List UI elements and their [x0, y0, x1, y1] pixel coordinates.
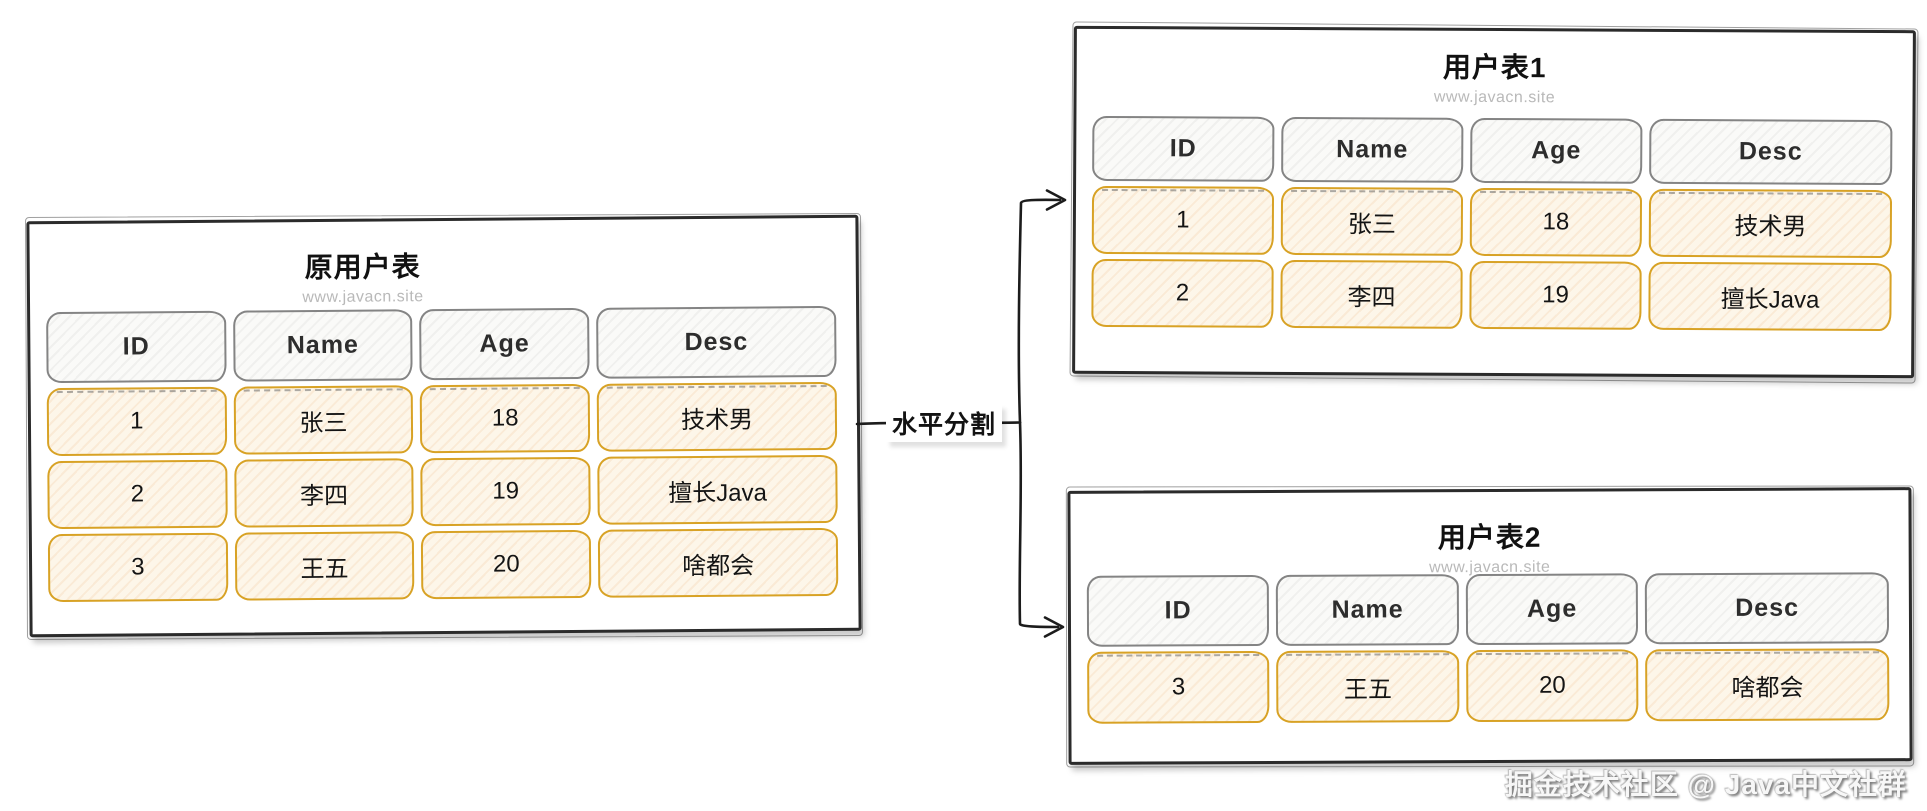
header-cell-desc: Desc	[1645, 572, 1890, 645]
header-cell-name: Name	[1276, 574, 1460, 646]
table-cell: 张三	[233, 385, 414, 455]
header-cell-age: Age	[1465, 573, 1639, 646]
table-cell: 技术男	[596, 381, 838, 452]
table-cell: 2	[47, 459, 228, 530]
header-cell-name: Name	[232, 309, 413, 382]
header-row: ID Name Age Desc	[1086, 572, 1890, 647]
table-cell: 王五	[234, 531, 415, 601]
table-title: 原用户表	[304, 251, 421, 284]
table-cell: 李四	[233, 458, 415, 528]
table-row: 2 李四 19 擅长Java	[47, 454, 838, 530]
table-row: 1 张三 18 技术男	[1091, 185, 1893, 259]
table-cell: 啥都会	[1645, 648, 1890, 722]
header-cell-age: Age	[1470, 117, 1643, 184]
table-cell: 3	[1087, 650, 1270, 724]
table-cell: 1	[46, 386, 227, 457]
table-title: 用户表1	[1442, 51, 1547, 84]
table-cell: 18	[419, 383, 591, 454]
table-cell: 1	[1091, 185, 1275, 255]
table-subtitle-url: www.javacn.site	[1433, 88, 1556, 107]
header-row: ID Name Age Desc	[1092, 115, 1893, 186]
split-table1: ID Name Age Desc 1 张三 18 技术男 2 李四 19 擅长J…	[1091, 115, 1893, 332]
table-row: 3 王五 20 啥都会	[1087, 648, 1890, 724]
table-cell: 王五	[1276, 650, 1460, 723]
table-cell: 2	[1091, 258, 1274, 328]
original-table-card: 原用户表 www.javacn.site ID Name Age Desc 1 …	[26, 214, 862, 638]
table-title: 用户表2	[1437, 521, 1542, 554]
split-table2-card: 用户表2 www.javacn.site ID Name Age Desc 3 …	[1067, 487, 1913, 765]
header-cell-name: Name	[1281, 116, 1464, 183]
table-row: 1 张三 18 技术男	[46, 381, 838, 457]
split-table2: ID Name Age Desc 3 王五 20 啥都会	[1086, 572, 1890, 724]
arrowhead-up-icon	[1045, 189, 1067, 211]
original-table: ID Name Age Desc 1 张三 18 技术男 2 李四 19 擅长J…	[46, 305, 839, 603]
table-row: 2 李四 19 擅长Java	[1091, 258, 1892, 332]
table-cell: 20	[1466, 649, 1639, 723]
watermark: 掘金技术社区 @ Java中文社群	[1504, 769, 1907, 800]
arrowhead-down-icon	[1043, 616, 1065, 638]
table-cell: 李四	[1280, 259, 1463, 329]
table-cell: 擅长Java	[1648, 261, 1892, 332]
header-cell-desc: Desc	[1649, 118, 1893, 186]
table-subtitle-url: www.javacn.site	[302, 288, 424, 307]
table-cell: 啥都会	[597, 527, 839, 598]
header-cell-desc: Desc	[596, 305, 837, 379]
table-cell: 19	[420, 456, 591, 527]
table-cell: 技术男	[1648, 188, 1893, 259]
header-cell-id: ID	[1092, 115, 1275, 182]
header-cell-id: ID	[46, 310, 227, 384]
header-cell-age: Age	[419, 307, 590, 381]
table-row: 3 王五 20 啥都会	[47, 527, 839, 603]
table-cell: 3	[47, 532, 229, 603]
split-table1-card: 用户表1 www.javacn.site ID Name Age Desc 1 …	[1072, 25, 1916, 379]
table-cell: 20	[421, 529, 592, 600]
table-cell: 19	[1469, 260, 1642, 330]
header-row: ID Name Age Desc	[46, 305, 837, 384]
table-cell: 擅长Java	[597, 454, 838, 525]
table-cell: 张三	[1280, 186, 1464, 256]
arrow-label: 水平分割	[886, 404, 1003, 442]
table-cell: 18	[1469, 187, 1643, 257]
header-cell-id: ID	[1086, 574, 1270, 647]
